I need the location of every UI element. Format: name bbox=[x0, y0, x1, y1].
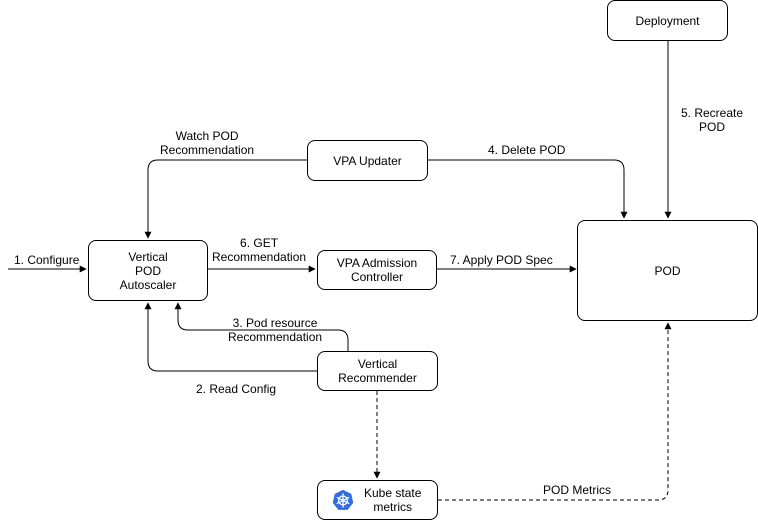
vpa-label-line-3: Autoscaler bbox=[119, 277, 177, 292]
label-recreate-pod: 5. Recreate POD bbox=[681, 106, 744, 134]
admission-label-line-1: VPA Admission bbox=[336, 256, 418, 270]
recommender-label-line-1: Vertical bbox=[357, 357, 398, 371]
edge-watch-recommendation bbox=[144, 159, 307, 239]
label-configure: 1. Configure bbox=[14, 253, 80, 267]
label-apply-pod-spec: 7. Apply POD Spec bbox=[450, 253, 553, 267]
label-pod-resource-recommendation: 3. Pod resource Recommendation bbox=[228, 316, 323, 344]
deployment-label: Deployment bbox=[635, 13, 700, 28]
recommender-label-line-2: Recommender bbox=[338, 371, 417, 385]
edge-pod-metrics bbox=[438, 322, 672, 501]
vertical-pod-autoscaler-node: Vertical POD Autoscaler bbox=[88, 240, 208, 301]
kube-state-label-line-1: Kube state bbox=[364, 486, 422, 500]
deployment-node: Deployment bbox=[607, 0, 728, 41]
edge-delete-pod bbox=[428, 159, 628, 219]
vpa-label-line-1: Vertical bbox=[128, 249, 168, 264]
pod-node: POD bbox=[577, 220, 758, 321]
vpa-updater-node: VPA Updater bbox=[307, 140, 428, 181]
pod-label: POD bbox=[654, 263, 681, 278]
edge-read-config bbox=[144, 302, 317, 372]
label-get-recommendation: 6. GET Recommendation bbox=[212, 236, 307, 264]
label-delete-pod: 4. Delete POD bbox=[488, 143, 566, 157]
kube-state-metrics-node: Kube state metrics bbox=[317, 480, 438, 520]
vertical-recommender-node: Vertical Recommender bbox=[317, 351, 438, 391]
label-read-config: 2. Read Config bbox=[196, 382, 277, 396]
edge-pod-resource-recommendation bbox=[174, 302, 349, 351]
kubernetes-helm-icon bbox=[332, 489, 354, 510]
label-watch-recommendation: Watch POD Recommendation bbox=[160, 129, 255, 157]
label-pod-metrics: POD Metrics bbox=[543, 483, 612, 497]
kube-state-label-line-2: metrics bbox=[373, 500, 413, 514]
vpa-updater-label: VPA Updater bbox=[333, 153, 402, 168]
vpa-admission-controller-node: VPA Admission Controller bbox=[317, 250, 437, 290]
admission-label-line-2: Controller bbox=[350, 270, 403, 284]
vpa-label-line-2: POD bbox=[134, 263, 161, 278]
